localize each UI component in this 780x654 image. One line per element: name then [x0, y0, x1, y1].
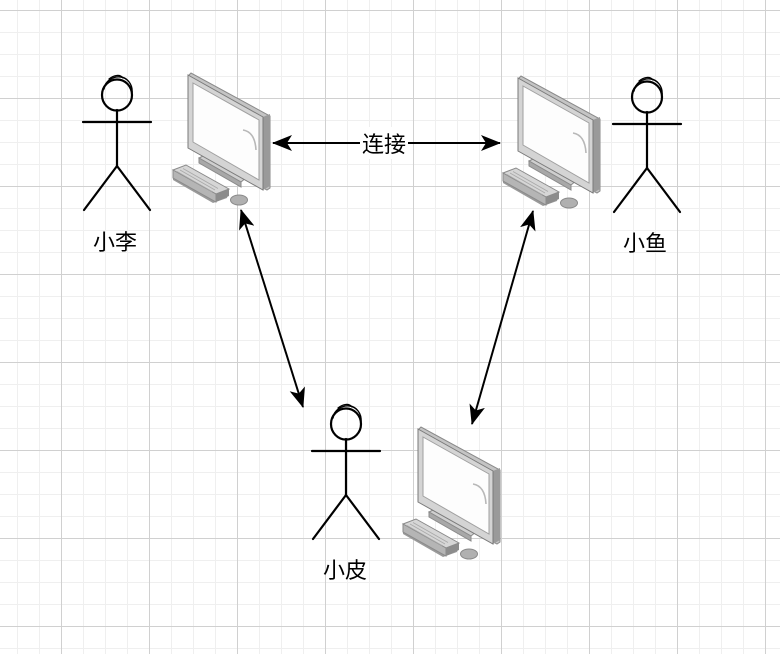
actor-xiaoli-icon[interactable] [81, 74, 153, 212]
computer-xiaoyu-icon[interactable] [502, 75, 601, 209]
computer-xiaopi-icon[interactable] [402, 426, 501, 560]
actor-label-xiaopi[interactable]: 小皮 [322, 559, 368, 584]
actor-xiaopi-icon[interactable] [310, 403, 382, 541]
edge-label-connect[interactable]: 连接 [359, 127, 409, 159]
computer-xiaoli-icon[interactable] [172, 72, 271, 206]
edge-xiaoli-xiaopi[interactable] [239, 209, 305, 408]
actor-label-xiaoli[interactable]: 小李 [92, 231, 138, 256]
actor-xiaoyu-icon[interactable] [611, 76, 683, 214]
actor-label-xiaoyu[interactable]: 小鱼 [622, 232, 668, 257]
edge-xiaoyu-xiaopi[interactable] [469, 210, 536, 425]
